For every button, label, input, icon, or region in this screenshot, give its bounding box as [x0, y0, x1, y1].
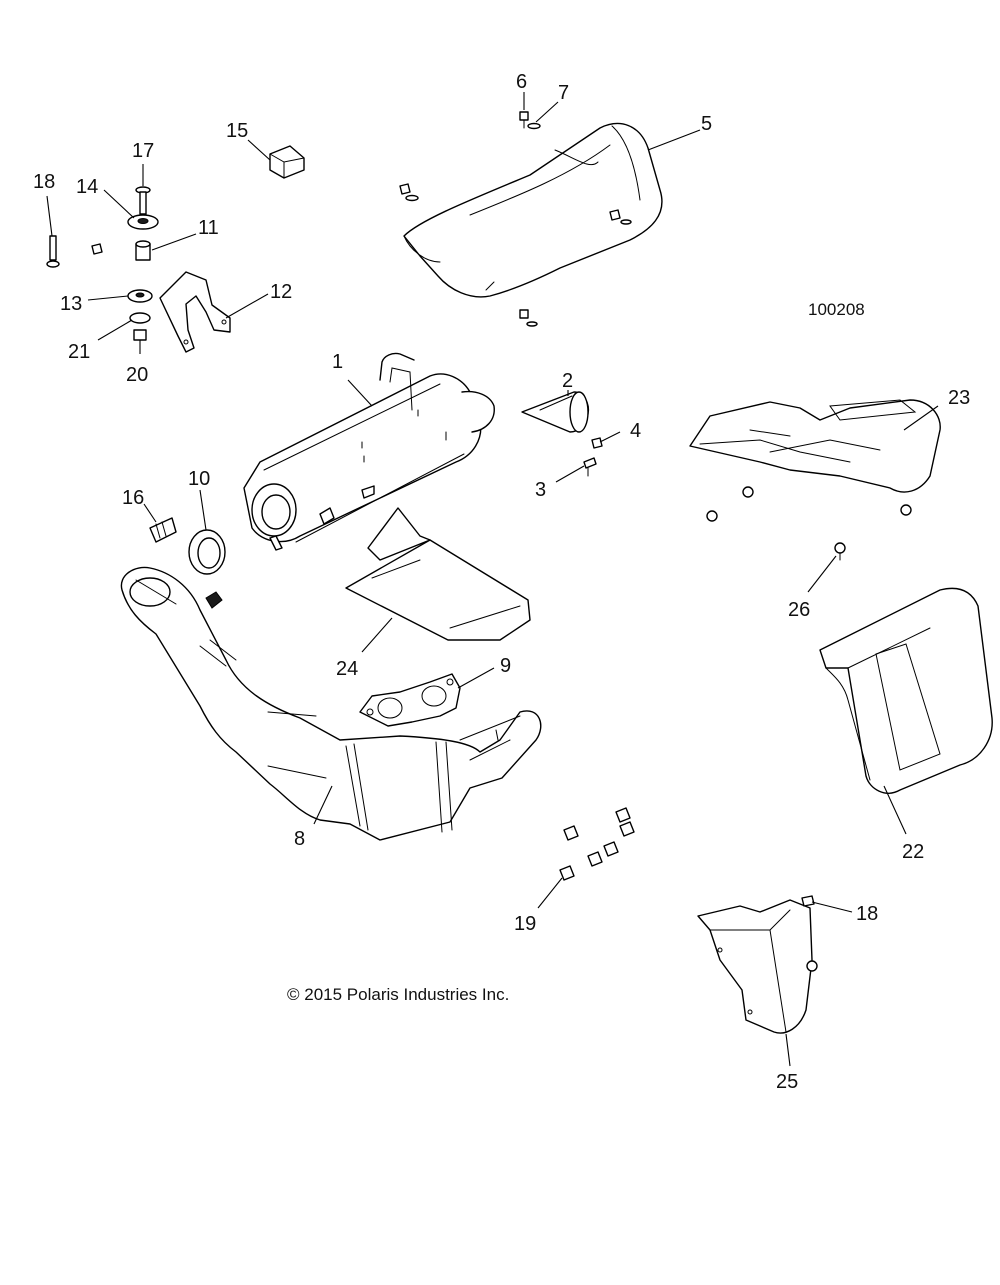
screw-part-18-left: [46, 235, 60, 268]
callout-22: 22: [902, 841, 924, 863]
heat-shield-part-25: [697, 899, 813, 1034]
plug-small: [205, 591, 223, 609]
leader-lines: [46, 92, 939, 1067]
nut-part-20: [133, 329, 147, 341]
head-pipe-part-8: [120, 566, 542, 841]
push-rivets-part-23: [706, 486, 912, 522]
callout-13: 13: [60, 293, 82, 315]
callout-12: 12: [270, 281, 292, 303]
callout-4: 4: [630, 420, 641, 442]
callout-16: 16: [122, 487, 144, 509]
callout-11: 11: [198, 217, 219, 239]
callout-3: 3: [535, 479, 546, 501]
isolator-part-15: [269, 145, 305, 179]
diagram-id: 100208: [808, 300, 865, 319]
callout-8: 8: [294, 828, 305, 850]
callout-21: 21: [68, 341, 90, 363]
push-rivet-part-26: [834, 542, 846, 561]
washer-part-13: [127, 289, 153, 303]
screw-small-right: [806, 960, 818, 972]
callout-6: 6: [516, 71, 527, 93]
callout-26: 26: [788, 599, 810, 621]
callout-24: 24: [336, 658, 358, 680]
callout-19: 19: [514, 913, 536, 935]
callout-9: 9: [500, 655, 511, 677]
callout-labels: 1 2 3 4 5 6 7 8 9 10 11 12 13 14 15 16 1…: [33, 71, 970, 1093]
heat-shield-part-24: [345, 507, 531, 641]
screw-part-6: [519, 111, 529, 129]
heat-shield-part-5: [403, 122, 663, 298]
screw-small-left: [91, 243, 103, 255]
callout-20: 20: [126, 364, 148, 386]
callout-10: 10: [188, 468, 210, 490]
grommet-part-14: [127, 214, 159, 230]
callout-25: 25: [776, 1071, 798, 1093]
callout-14: 14: [76, 176, 98, 198]
clip-part-4: [591, 437, 603, 449]
heat-shield-part-23: [689, 399, 941, 493]
screw-part-3: [583, 457, 597, 477]
callout-15: 15: [226, 120, 248, 142]
callout-1: 1: [332, 351, 343, 373]
shield-screws: [399, 183, 632, 327]
washer-part-21: [129, 312, 151, 324]
callout-2: 2: [562, 370, 573, 392]
callout-18-right: 18: [856, 903, 878, 925]
clamp-part-10: [188, 529, 226, 575]
bracket-part-12: [159, 271, 231, 353]
copyright-notice: © 2015 Polaris Industries Inc.: [287, 985, 509, 1004]
screw-part-18-right: [801, 895, 815, 907]
gasket-part-9: [359, 673, 461, 727]
callout-7: 7: [558, 82, 569, 104]
callout-23: 23: [948, 387, 970, 409]
heat-shield-part-22: [819, 587, 993, 794]
sensor-part-16: [149, 517, 177, 543]
spacer-part-11: [135, 240, 151, 261]
callout-5: 5: [701, 113, 712, 135]
bolt-part-17: [135, 186, 151, 215]
callout-18-left: 18: [33, 171, 55, 193]
screws-part-19: [559, 807, 635, 881]
washer-part-7: [527, 122, 541, 130]
muffler-part-1: [243, 352, 495, 551]
callout-17: 17: [132, 140, 154, 162]
spark-arrestor-part-2: [521, 391, 590, 433]
